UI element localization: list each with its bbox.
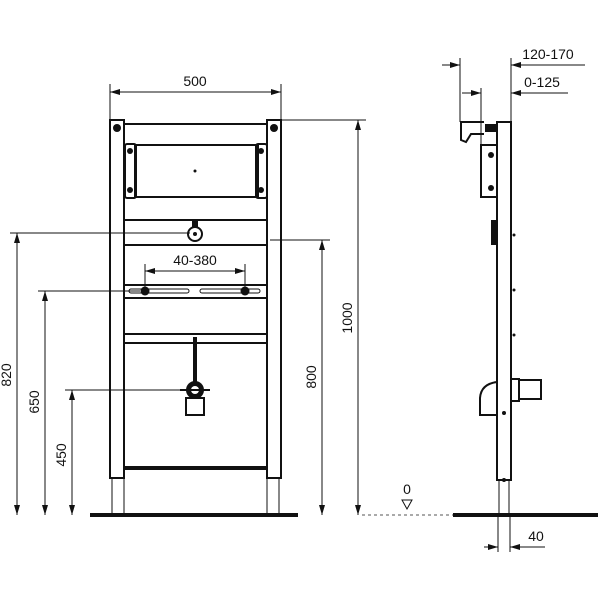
supply-fitting-icon xyxy=(187,221,203,242)
svg-text:1000: 1000 xyxy=(339,302,355,333)
dimension-depth-range: 120-170 xyxy=(442,46,585,122)
svg-text:0-125: 0-125 xyxy=(524,74,560,90)
drain-elbow xyxy=(479,381,498,416)
dimension-820: 820 xyxy=(0,232,190,515)
svg-text:500: 500 xyxy=(183,73,207,89)
upper-panel xyxy=(124,143,268,199)
side-fittings xyxy=(491,220,516,482)
svg-text:40: 40 xyxy=(528,528,544,544)
drain-connector xyxy=(510,378,520,402)
frame-left-post xyxy=(109,119,125,515)
side-bracket xyxy=(480,144,498,198)
svg-text:450: 450 xyxy=(53,443,69,467)
level-triangle-icon xyxy=(401,499,413,511)
dimension-total-height: 1000 xyxy=(281,119,366,515)
frame-right-post xyxy=(266,119,282,515)
svg-text:40-380: 40-380 xyxy=(173,252,217,268)
front-view: 500 1000 820 650 450 800 xyxy=(0,73,455,517)
mount-bolt-icon xyxy=(113,124,121,132)
side-post xyxy=(496,121,512,481)
floor-level-marker: 0 xyxy=(362,481,455,516)
svg-text:800: 800 xyxy=(303,365,319,389)
top-bracket xyxy=(460,121,484,144)
svg-text:820: 820 xyxy=(0,363,14,387)
drain-fitting-icon xyxy=(180,337,210,416)
svg-text:0: 0 xyxy=(403,481,411,497)
side-leg xyxy=(498,479,510,515)
dimension-800: 800 xyxy=(270,239,330,515)
dimension-650: 650 xyxy=(26,290,140,515)
mount-bolt-icon xyxy=(270,124,278,132)
side-view: 120-170 0-125 40 xyxy=(442,46,598,552)
dimension-450: 450 xyxy=(53,389,182,515)
dimension-width: 500 xyxy=(109,73,282,120)
dimension-adjust-range: 0-125 xyxy=(462,74,568,145)
dimension-bolt-spacing: 40-380 xyxy=(144,252,246,287)
svg-text:120-170: 120-170 xyxy=(522,46,574,62)
dimension-post-width: 40 xyxy=(484,515,545,552)
svg-text:650: 650 xyxy=(26,390,42,414)
